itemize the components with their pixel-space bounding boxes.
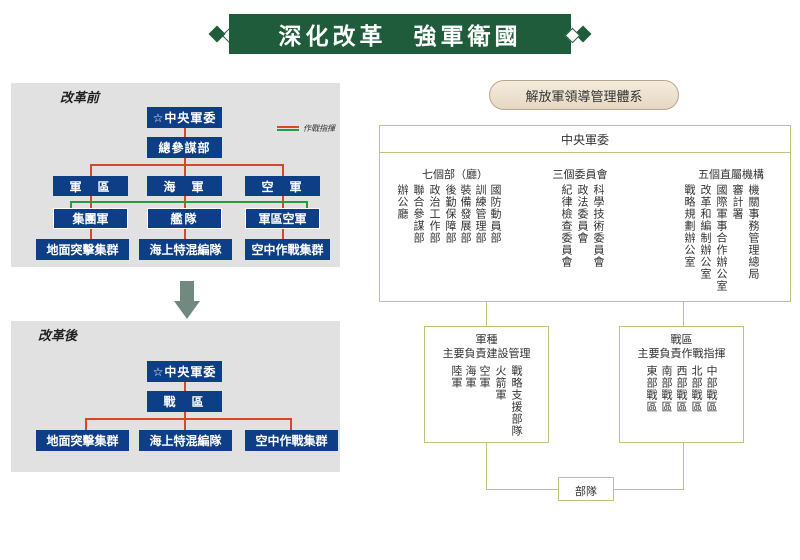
- page-title: 深化改革 強軍衛國: [229, 14, 571, 54]
- connector: [683, 302, 684, 326]
- theaters-box: [619, 326, 744, 443]
- theaters-heading: 戰區: [670, 333, 693, 346]
- department-item: 聯合參謀部: [412, 184, 425, 244]
- connector: [184, 229, 186, 239]
- cmc-header-divider: [379, 152, 791, 153]
- connector: [90, 164, 283, 166]
- agency-item: 審計署: [731, 184, 744, 220]
- services-heading: 軍種: [475, 333, 498, 346]
- theater-command-box: 戰 區: [147, 391, 222, 412]
- agency-item: 國際軍事合作辦公室: [715, 184, 728, 292]
- theater-item: 東部戰區: [645, 365, 658, 413]
- department-item: 政治工作部: [428, 184, 441, 244]
- commission-item: 紀律檢查委員會: [560, 184, 573, 268]
- department-item: 國防動員部: [489, 184, 502, 244]
- after-cmc-box: ☆中央軍委: [147, 361, 222, 382]
- down-arrow-icon: [174, 281, 200, 319]
- connector: [184, 411, 186, 419]
- after-reform-label: 改革後: [38, 329, 78, 344]
- cmc-heading: 中央軍委: [560, 133, 609, 147]
- system-title-text: 解放軍領導管理體系: [525, 89, 643, 105]
- theater-item: 南部戰區: [660, 365, 673, 413]
- services-subheading: 主要負責建設管理: [442, 347, 531, 360]
- service-item: 空軍: [478, 365, 491, 389]
- connector: [486, 302, 487, 326]
- agency-item: 改革和編制辦公室: [699, 184, 712, 280]
- connector: [184, 128, 186, 138]
- troops-label: 部隊: [575, 485, 597, 498]
- connector: [614, 489, 684, 490]
- connector: [85, 418, 292, 420]
- before-reform-label: 改革前: [60, 91, 100, 106]
- department-item: 裝備發展部: [459, 184, 472, 244]
- connector: [486, 443, 487, 490]
- theater-item: 中部戰區: [705, 365, 718, 413]
- air-force-box: 空 軍: [245, 176, 320, 196]
- department-item: 訓練管理部: [474, 184, 487, 244]
- connector: [184, 382, 186, 392]
- services-box: [424, 326, 549, 443]
- after-ground-assault-box: 地面突擊集群: [36, 430, 129, 451]
- commission-item: 政法委員會: [576, 184, 589, 244]
- troops-box: [558, 477, 614, 501]
- connector: [90, 164, 92, 176]
- before-maritime-task-box: 海上特混編隊: [139, 239, 232, 260]
- connector: [486, 489, 558, 490]
- connector: [282, 164, 284, 176]
- system-title-pill: 解放軍領導管理體系: [489, 80, 679, 110]
- after-air-combat-box: 空中作戰集群: [245, 430, 338, 451]
- legend-line-red: [277, 126, 299, 128]
- department-item: 辦公廳: [396, 184, 409, 220]
- region-air-force-box: 軍區空軍: [245, 208, 320, 229]
- connector: [184, 164, 186, 176]
- legend-label: 作戰指揮: [303, 124, 335, 133]
- commission-item: 科學技術委員會: [592, 184, 605, 268]
- before-cmc-box: ☆中央軍委: [147, 107, 222, 128]
- after-maritime-task-box: 海上特混編隊: [139, 430, 232, 451]
- connector: [683, 443, 684, 490]
- before-ground-assault-box: 地面突擊集群: [36, 239, 129, 260]
- service-item: 陸軍: [450, 365, 463, 389]
- connector: [184, 158, 186, 165]
- military-region-box: 軍 區: [53, 176, 128, 196]
- connector: [290, 418, 292, 430]
- general-staff-box: 總參謀部: [147, 137, 222, 158]
- legend-line-green: [277, 129, 299, 131]
- navy-box: 海 軍: [147, 176, 222, 196]
- cmc-frame: [379, 125, 791, 302]
- service-item: 火箭軍: [494, 365, 507, 401]
- page-title-text: 深化改革 強軍衛國: [278, 24, 522, 50]
- theater-item: 西部戰區: [675, 365, 688, 413]
- theaters-subheading: 主要負責作戰指揮: [637, 347, 726, 360]
- department-item: 後勤保障部: [444, 184, 457, 244]
- connector: [184, 418, 186, 430]
- connector-green: [70, 201, 308, 203]
- agency-item: 機關事務管理總局: [747, 184, 760, 280]
- service-item: 海軍: [464, 365, 477, 389]
- connector: [282, 229, 284, 239]
- group-army-box: 集團軍: [53, 208, 128, 229]
- agency-item: 戰略規劃辦公室: [683, 184, 696, 268]
- connector: [90, 229, 92, 239]
- before-air-combat-box: 空中作戰集群: [245, 239, 330, 260]
- theater-item: 北部戰區: [690, 365, 703, 413]
- fleet-box: 艦隊: [147, 208, 222, 229]
- seven-departments-heading: 七個部（廳）: [422, 168, 488, 181]
- three-commissions-heading: 三個委員會: [552, 168, 608, 181]
- connector: [85, 418, 87, 430]
- service-item: 戰略支援部隊: [510, 365, 523, 437]
- five-agencies-heading: 五個直屬機構: [698, 168, 764, 181]
